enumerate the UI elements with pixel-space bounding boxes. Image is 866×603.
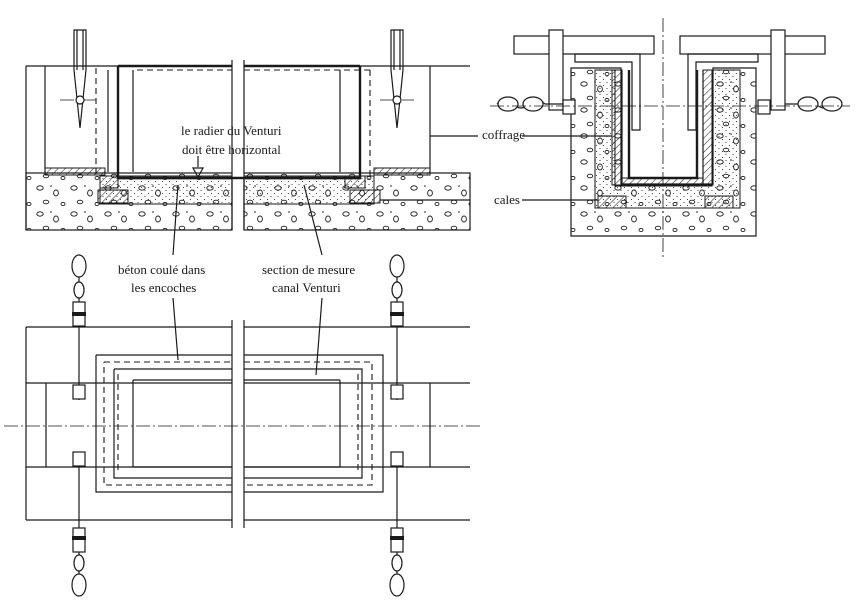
longitudinal-section: le radier du Venturi doit être horizonta… [25,29,478,256]
support-hatch-right [373,167,431,176]
plan-channel-left [25,326,232,521]
cross-clamp-left [496,29,655,131]
venturi-flume-body [116,64,362,180]
cross-shim-right [704,195,734,209]
plan-formwork-dashed [103,361,373,486]
shim-right [349,189,381,204]
cross-flume-u-inner [621,70,704,186]
plan-break-lines [231,320,245,528]
label-beton-line2: les encoches [131,280,196,295]
cross-formwork-left [611,69,623,186]
plan-notch-outline [95,354,384,493]
cross-section: coffrage cales [482,18,850,258]
gauge-probe-right [380,29,414,129]
label-section-line2: canal Venturi [272,280,341,295]
flume-inner-lines [107,70,341,172]
leader-section-plan [315,297,323,376]
break-line [231,60,245,230]
leader-section [303,184,323,256]
plan-clamp-top-left [71,254,87,400]
label-section-line1: section de mesure [262,262,355,277]
cross-formwork-right [702,69,714,186]
plan-view: béton coulé dans les encoches section de… [4,254,480,597]
level-marker [191,167,205,179]
plan-channel-right [244,326,470,521]
cross-clamp-right [679,29,843,131]
gauge-probe-left [60,29,98,129]
label-radier-line1: le radier du Venturi [181,123,282,138]
cross-flume-u [627,70,699,180]
leader-beton [172,184,179,256]
leader-beton-plan [172,297,179,361]
label-radier-line2: doit être horizontal [182,142,281,157]
label-beton-line1: béton coulé dans [118,262,205,277]
support-hatch-left [44,167,106,176]
plan-clamp-bottom-left [71,451,87,597]
formwork-dashed-outline [95,68,371,178]
label-cales: cales [494,192,520,207]
cross-shim-left [597,195,627,209]
plan-clamp-top-right [389,254,405,400]
label-coffrage: coffrage [482,127,525,142]
shim-small-left [99,175,119,189]
plan-clamp-bottom-right [389,451,405,597]
shim-left [97,189,129,204]
plan-flume-outline [113,368,363,479]
